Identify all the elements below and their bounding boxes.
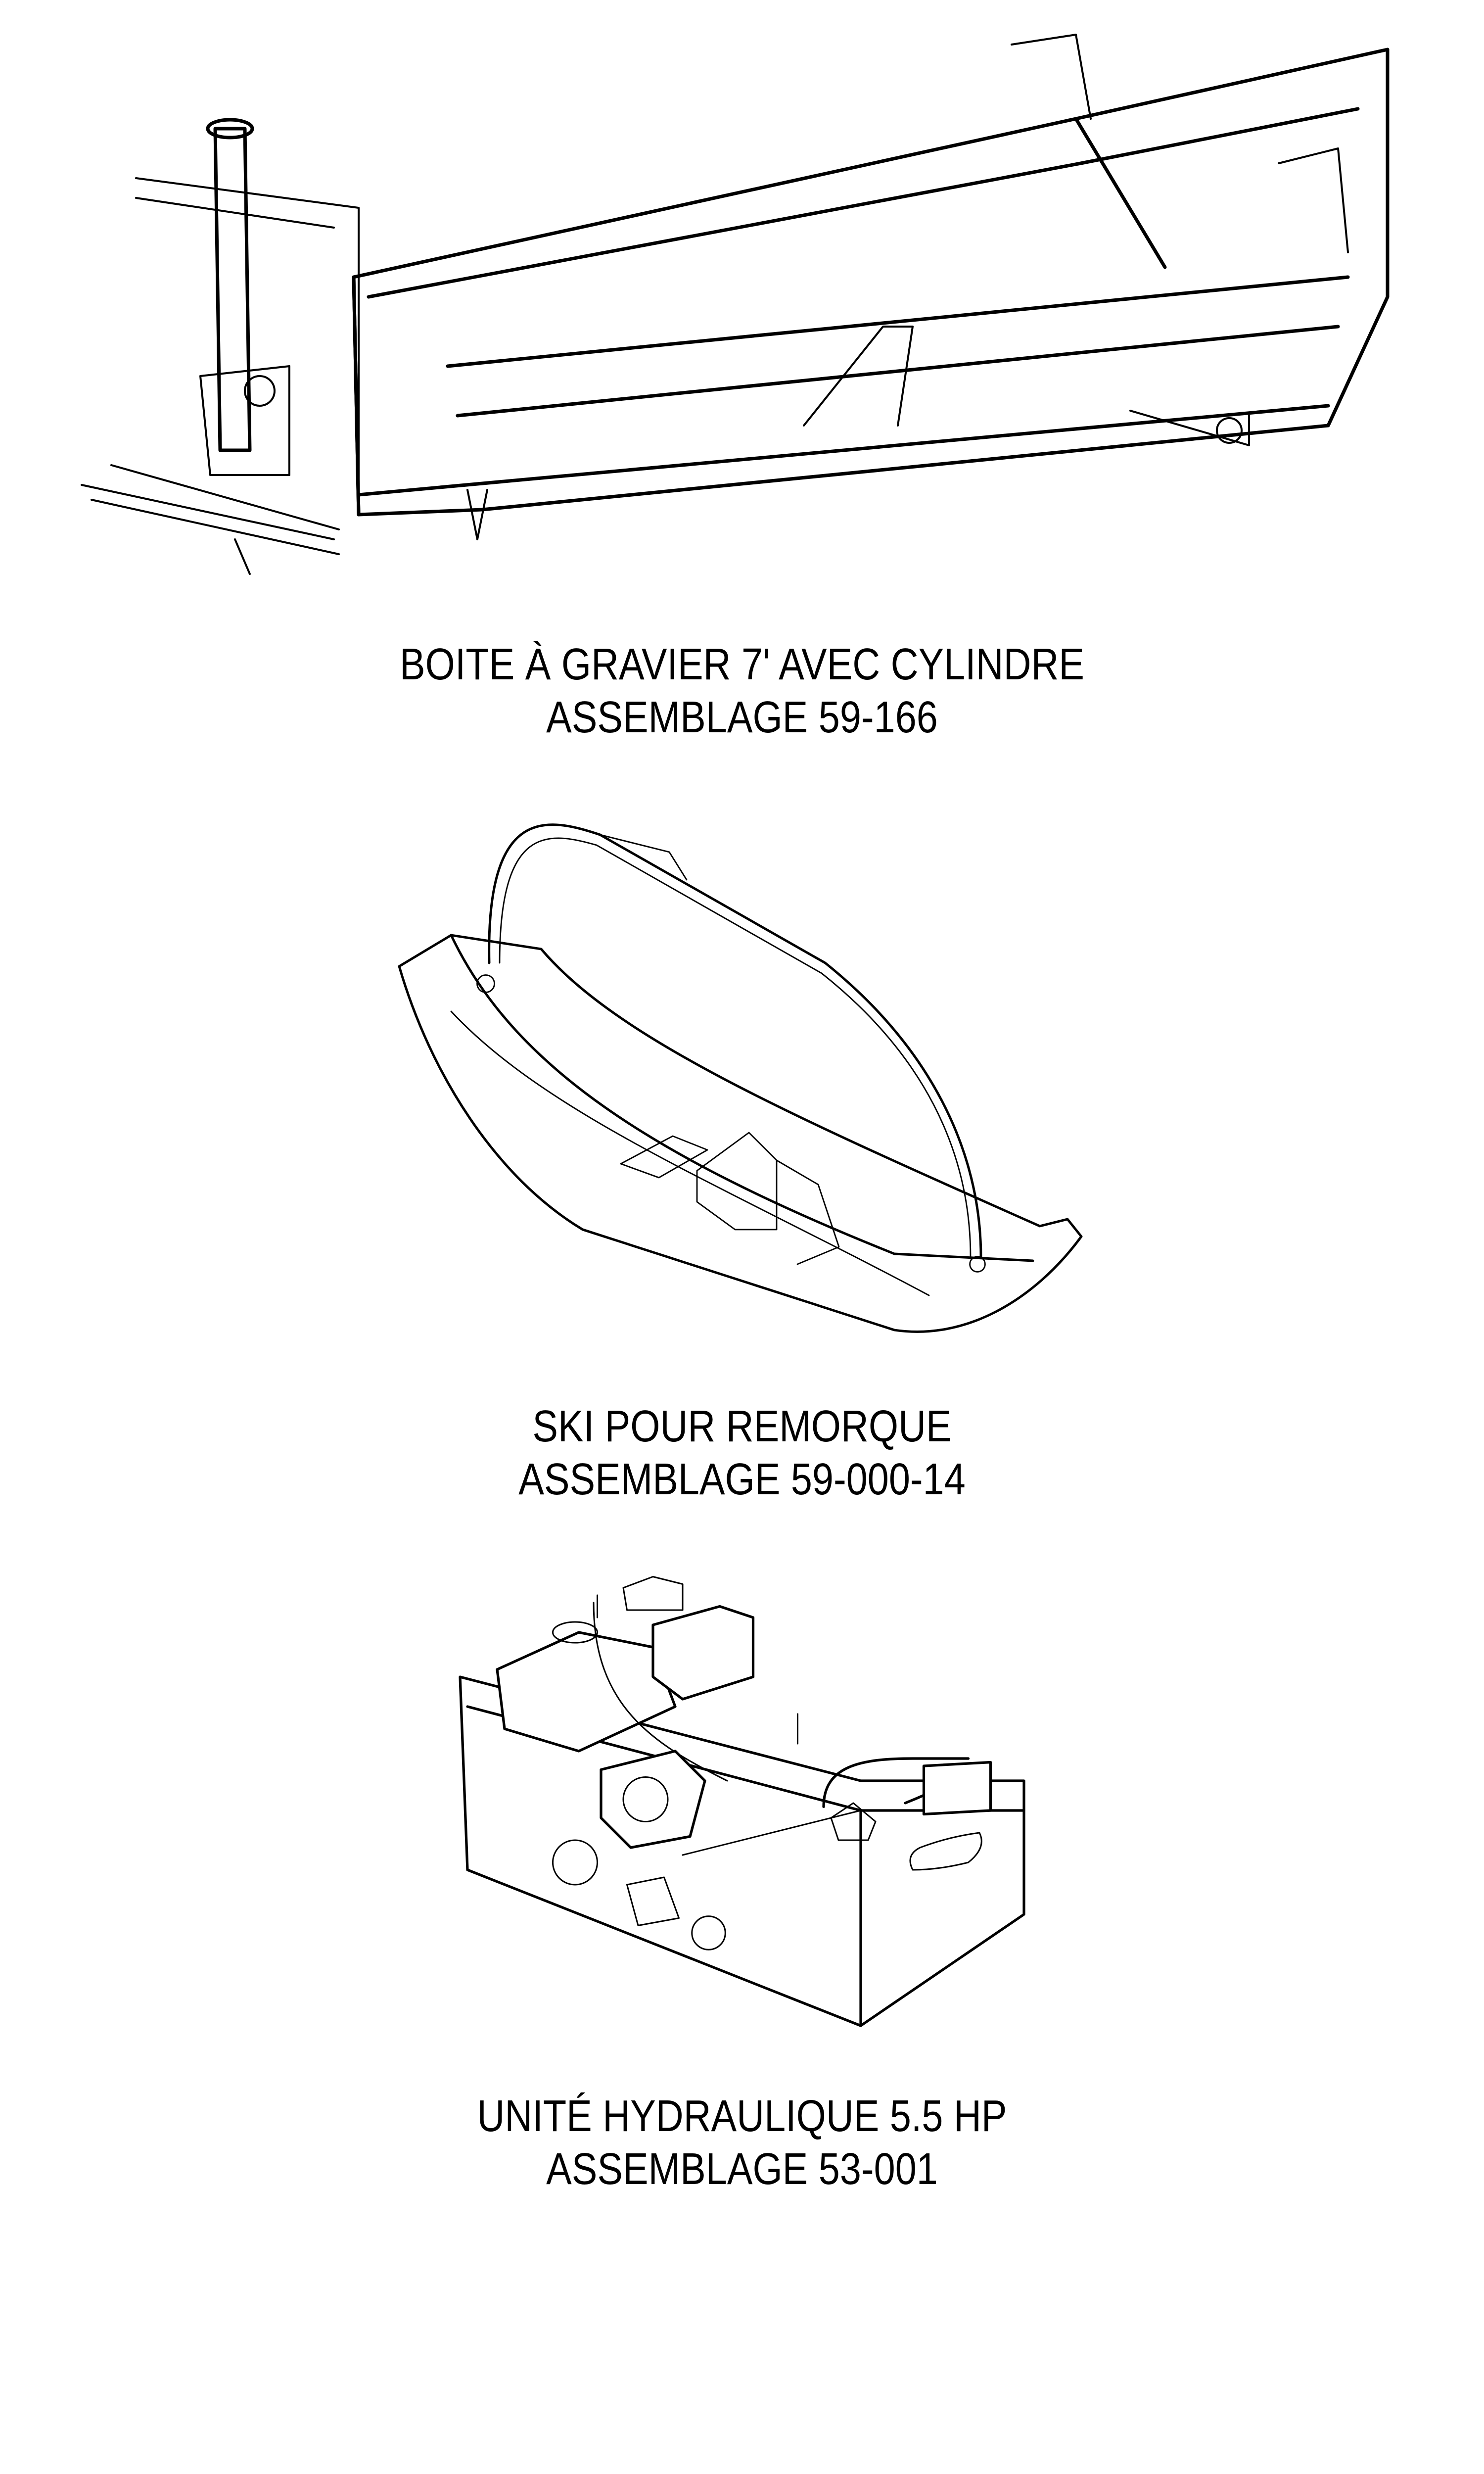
hydraulic-unit-drawing	[459, 1576, 1025, 2027]
gravel-box-drawing	[81, 34, 1390, 575]
figure-title: BOITE À GRAVIER 7' AVEC CYLINDRE	[400, 640, 1084, 689]
figure-assembly-number: ASSEMBLAGE 59-000-14	[518, 1455, 966, 1504]
caption-trailer-ski: SKI POUR REMORQUE ASSEMBLAGE 59-000-14	[0, 1400, 1484, 1506]
figure-title: SKI POUR REMORQUE	[532, 1402, 952, 1451]
figure-assembly-number: ASSEMBLAGE 53-001	[546, 2144, 938, 2194]
caption-hydraulic-unit: UNITÉ HYDRAULIQUE 5.5 HP ASSEMBLAGE 53-0…	[0, 2090, 1484, 2226]
figure-title: UNITÉ HYDRAULIQUE 5.5 HP	[477, 2092, 1007, 2141]
caption-gravel-box: BOITE À GRAVIER 7' AVEC CYLINDRE ASSEMBL…	[0, 638, 1484, 744]
trailer-ski-drawing	[398, 823, 1083, 1333]
figure-assembly-number: ASSEMBLAGE 59-166	[546, 693, 938, 742]
